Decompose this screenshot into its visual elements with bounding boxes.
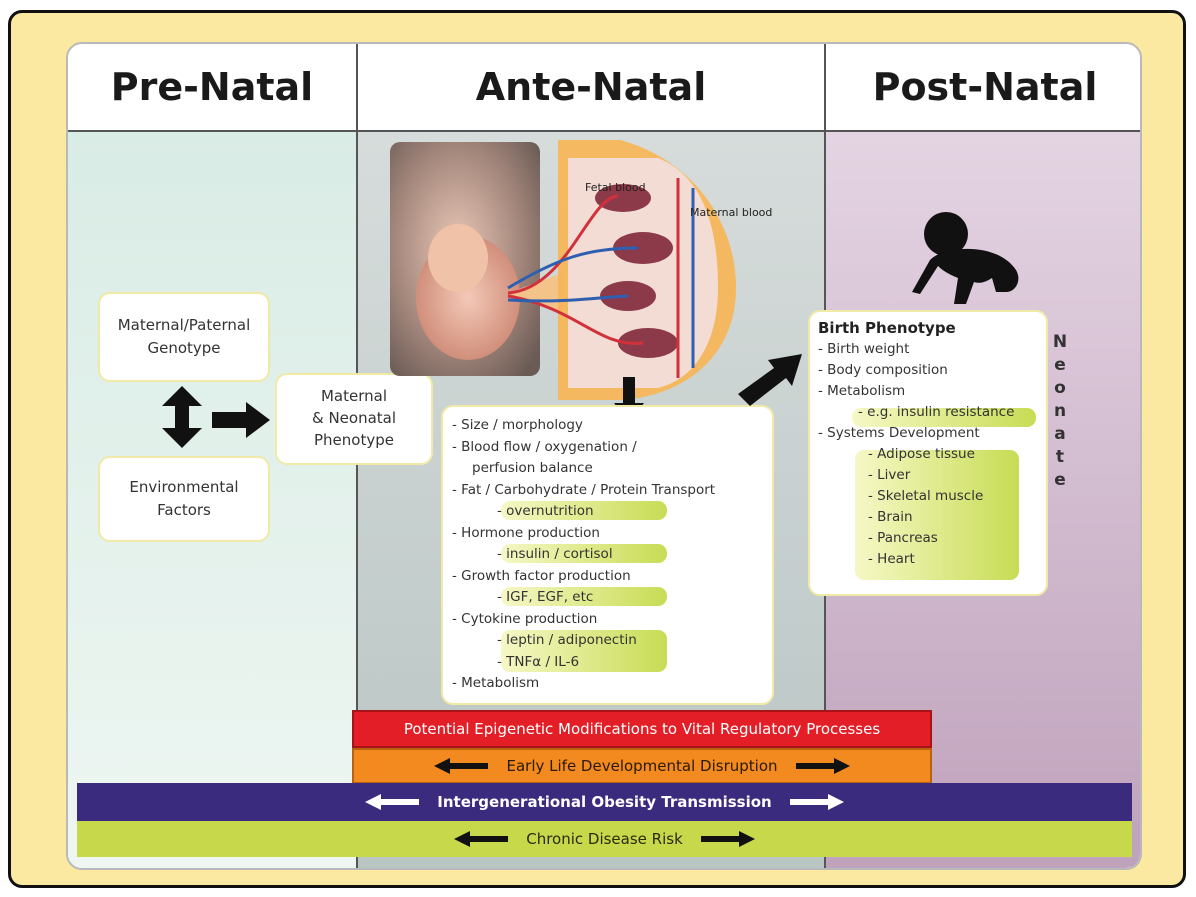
right-arrow-icon	[701, 831, 755, 847]
neonate-letter: n	[1052, 401, 1068, 421]
left-arrow-icon	[454, 831, 508, 847]
list-item: - Fat / Carbohydrate / Protein Transport	[452, 480, 772, 502]
neonate-letter: N	[1052, 332, 1068, 352]
genotype-line2: Genotype	[147, 337, 220, 360]
list-item: - Metabolism	[452, 673, 772, 695]
environment-box: Environmental Factors	[98, 456, 270, 542]
list-item: - Systems Development	[818, 423, 1046, 444]
antenatal-list: - Size / morphology - Blood flow / oxyge…	[452, 415, 772, 695]
list-item: - Pancreas	[818, 528, 1046, 549]
neonate-letter: e	[1052, 355, 1068, 375]
list-item: - Heart	[818, 549, 1046, 570]
neonate-letter: o	[1052, 378, 1068, 398]
neonate-letter: a	[1052, 424, 1068, 444]
transmission-band-label: Intergenerational Obesity Transmission	[437, 793, 771, 811]
phenotype-line2: & Neonatal	[312, 408, 396, 430]
header-ante-natal: Ante-Natal	[358, 44, 826, 132]
epigenetic-band-label: Potential Epigenetic Modifications to Vi…	[404, 720, 880, 738]
list-item: - Blood flow / oxygenation /	[452, 437, 772, 459]
list-item: - Liver	[818, 465, 1046, 486]
genotype-box: Maternal/Paternal Genotype	[98, 292, 270, 382]
list-item: - Skeletal muscle	[818, 486, 1046, 507]
list-item: - Adipose tissue	[818, 444, 1046, 465]
list-item: - Brain	[818, 507, 1046, 528]
crawling-baby-icon	[908, 208, 1028, 308]
neonate-letter: e	[1052, 470, 1068, 490]
disruption-band: Early Life Developmental Disruption	[352, 748, 932, 784]
maternal-blood-label: Maternal blood	[690, 206, 772, 219]
genotype-line1: Maternal/Paternal	[118, 314, 251, 337]
list-item: - e.g. insulin resistance	[818, 402, 1046, 423]
list-item: - leptin / adiponectin	[452, 630, 772, 652]
double-vertical-arrow-icon	[160, 386, 204, 448]
chronic-band-label: Chronic Disease Risk	[526, 830, 683, 848]
left-arrow-icon	[365, 794, 419, 810]
list-item: - insulin / cortisol	[452, 544, 772, 566]
neonate-letter: t	[1052, 447, 1068, 467]
transmission-band: Intergenerational Obesity Transmission	[77, 783, 1132, 821]
list-item: - IGF, EGF, etc	[452, 587, 772, 609]
left-arrow-icon	[434, 758, 488, 774]
list-item: - Cytokine production	[452, 609, 772, 631]
epigenetic-band: Potential Epigenetic Modifications to Vi…	[352, 710, 932, 748]
environment-line1: Environmental	[129, 476, 238, 499]
up-right-arrow-icon	[738, 350, 804, 406]
list-item: - overnutrition	[452, 501, 772, 523]
list-item: - Hormone production	[452, 523, 772, 545]
birth-phenotype-title: Birth Phenotype	[818, 318, 1046, 339]
right-arrow-icon	[212, 402, 270, 438]
list-item: - Birth weight	[818, 339, 1046, 360]
chronic-band: Chronic Disease Risk	[77, 821, 1132, 857]
environment-line2: Factors	[157, 499, 211, 522]
fetal-blood-label: Fetal blood	[585, 181, 646, 194]
header-pre-natal: Pre-Natal	[68, 44, 358, 132]
list-item: - Metabolism	[818, 381, 1046, 402]
list-item: - Size / morphology	[452, 415, 772, 437]
list-item: perfusion balance	[452, 458, 772, 480]
disruption-band-label: Early Life Developmental Disruption	[506, 757, 777, 775]
phenotype-line3: Phenotype	[314, 430, 394, 452]
list-item: - Growth factor production	[452, 566, 772, 588]
list-item: - Body composition	[818, 360, 1046, 381]
right-arrow-icon	[790, 794, 844, 810]
right-arrow-icon	[796, 758, 850, 774]
list-item: - TNFα / IL-6	[452, 652, 772, 674]
header-post-natal: Post-Natal	[826, 44, 1142, 132]
birth-phenotype-list: Birth Phenotype - Birth weight - Body co…	[818, 318, 1046, 570]
